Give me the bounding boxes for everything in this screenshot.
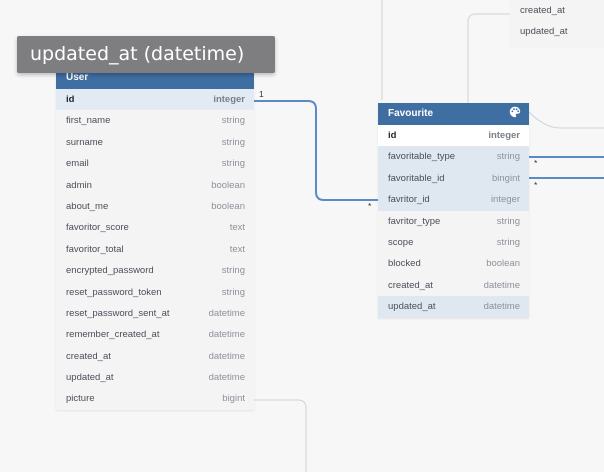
table-row[interactable]: updated_at xyxy=(510,21,604,42)
column-type: text xyxy=(229,243,245,255)
column-type: boolean xyxy=(211,179,245,191)
column-name: encrypted_password xyxy=(66,265,154,277)
column-name: reset_password_token xyxy=(66,286,162,298)
table-row[interactable]: email string xyxy=(56,153,254,174)
column-type: string xyxy=(221,136,245,148)
column-type: bigint xyxy=(222,393,245,405)
table-row[interactable]: favoritor_total text xyxy=(56,239,254,260)
table-row[interactable]: surname string xyxy=(56,132,254,153)
table-row[interactable]: created_at xyxy=(510,0,604,21)
column-name: picture xyxy=(66,393,95,405)
table-row[interactable]: scope string xyxy=(378,232,529,253)
column-type: string xyxy=(496,151,520,163)
column-name: updated_at xyxy=(66,372,114,384)
relationship-line-picture xyxy=(254,399,307,472)
column-type: boolean xyxy=(486,258,520,270)
column-type: datetime xyxy=(208,372,245,384)
column-type: datetime xyxy=(483,279,520,291)
table-row[interactable]: updated_at datetime xyxy=(56,367,254,388)
table-row[interactable]: about_me boolean xyxy=(56,196,254,217)
column-name: favoritable_type xyxy=(388,151,456,163)
table-row[interactable]: favoritable_type string xyxy=(378,146,529,168)
partial-table[interactable]: created_at updated_at xyxy=(510,0,604,48)
cardinality-many-label: * xyxy=(534,158,538,168)
cardinality-one-label: 1 xyxy=(259,89,264,99)
column-name: email xyxy=(66,158,89,170)
column-type: string xyxy=(496,215,520,227)
column-name: updated_at xyxy=(520,26,568,37)
table-row[interactable]: id integer xyxy=(56,89,254,111)
column-name: favritor_id xyxy=(388,194,430,206)
column-type: text xyxy=(229,222,245,234)
column-type: string xyxy=(496,236,520,248)
table-row[interactable]: favoritor_score text xyxy=(56,217,254,238)
column-type: datetime xyxy=(208,350,245,362)
column-type: string xyxy=(221,158,245,170)
table-row[interactable]: favoritable_id bingint xyxy=(378,167,529,190)
table-row[interactable]: picture bigint xyxy=(56,388,254,409)
column-type: string xyxy=(221,115,245,127)
column-type: integer xyxy=(488,130,520,141)
column-name: favritor_type xyxy=(388,215,441,227)
column-name: updated_at xyxy=(388,301,436,313)
column-name: reset_password_sent_at xyxy=(66,307,170,319)
column-name: remember_created_at xyxy=(66,329,160,341)
column-name: first_name xyxy=(66,115,111,127)
column-type: bingint xyxy=(492,172,520,184)
column-type: integer xyxy=(490,194,520,206)
column-name: scope xyxy=(388,236,414,248)
column-name: admin xyxy=(66,179,92,191)
table-row[interactable]: updated_at datetime xyxy=(378,296,529,318)
table-row[interactable]: created_at datetime xyxy=(56,346,254,367)
column-type: boolean xyxy=(211,200,245,212)
table-row[interactable]: first_name string xyxy=(56,110,254,131)
table-row[interactable]: encrypted_password string xyxy=(56,260,254,281)
column-name: created_at xyxy=(520,5,565,16)
table-header[interactable]: Favourite xyxy=(378,103,529,125)
column-type: string xyxy=(221,265,245,277)
table-row[interactable]: remember_created_at datetime xyxy=(56,324,254,345)
column-name: created_at xyxy=(388,279,433,291)
column-name: favoritor_total xyxy=(66,243,124,255)
table-title: Favourite xyxy=(388,108,434,119)
column-name: blocked xyxy=(388,258,421,270)
table-row[interactable]: reset_password_token string xyxy=(56,282,254,303)
tooltip: updated_at (datetime) xyxy=(17,36,275,73)
column-name: id xyxy=(388,130,397,141)
table-row[interactable]: reset_password_sent_at datetime xyxy=(56,303,254,324)
palette-icon[interactable] xyxy=(509,103,521,125)
column-name: favoritable_id xyxy=(388,172,445,184)
column-type: datetime xyxy=(208,307,245,319)
cardinality-many-label: * xyxy=(534,180,538,190)
column-name: surname xyxy=(66,136,103,148)
relationship-line-right xyxy=(528,111,604,129)
column-name: about_me xyxy=(66,200,109,212)
relationship-line-top-right xyxy=(467,13,510,103)
table-row[interactable]: favritor_type string xyxy=(378,211,529,232)
column-type: datetime xyxy=(483,301,520,313)
table-row[interactable]: id integer xyxy=(378,125,529,147)
column-name: favoritor_score xyxy=(66,222,129,234)
column-type: integer xyxy=(213,94,245,105)
column-name: id xyxy=(66,94,75,105)
table-row[interactable]: admin boolean xyxy=(56,175,254,196)
table-title: User xyxy=(66,72,89,83)
column-type: string xyxy=(221,286,245,298)
table-row[interactable]: created_at datetime xyxy=(378,275,529,296)
column-name: created_at xyxy=(66,350,111,362)
table-row[interactable]: favritor_id integer xyxy=(378,189,529,211)
table-row[interactable]: blocked boolean xyxy=(378,253,529,274)
column-type: datetime xyxy=(208,329,245,341)
relationship-line-user-favritor xyxy=(254,100,378,201)
cardinality-many-label: * xyxy=(368,201,372,211)
